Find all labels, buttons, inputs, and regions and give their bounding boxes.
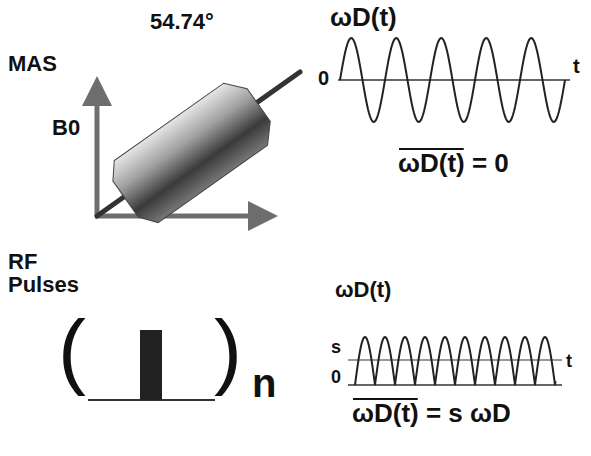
field-label: B0 <box>52 116 80 139</box>
axis-label: t <box>573 56 580 77</box>
equation: ωD(t) = 0 <box>398 150 509 177</box>
dipolar-curve <box>340 38 565 122</box>
part-label: RF Pulses <box>8 250 88 296</box>
x-axis <box>95 214 272 219</box>
average-line <box>348 359 562 360</box>
equation: ωD(t) = s ωD <box>352 400 511 427</box>
rotor <box>104 74 281 230</box>
subscript: n <box>252 362 276 404</box>
zero-line <box>338 79 570 81</box>
axis-label: ωD(t) <box>330 4 397 31</box>
dipolar-curve <box>355 337 556 385</box>
b0-axis <box>95 82 100 216</box>
bracket: ) <box>214 306 242 394</box>
axis-label: t <box>566 352 572 371</box>
part-label: MAS <box>8 52 57 75</box>
axis-tick: 0 <box>331 368 341 387</box>
axis-label: ωD(t) <box>335 278 391 301</box>
axis-tick: s <box>331 338 341 357</box>
bracket: ( <box>58 306 86 394</box>
angle-label: 54.74° <box>150 10 214 33</box>
pulse-baseline <box>88 399 140 401</box>
axis-tick: 0 <box>318 68 329 89</box>
rf-pulse <box>140 330 162 400</box>
